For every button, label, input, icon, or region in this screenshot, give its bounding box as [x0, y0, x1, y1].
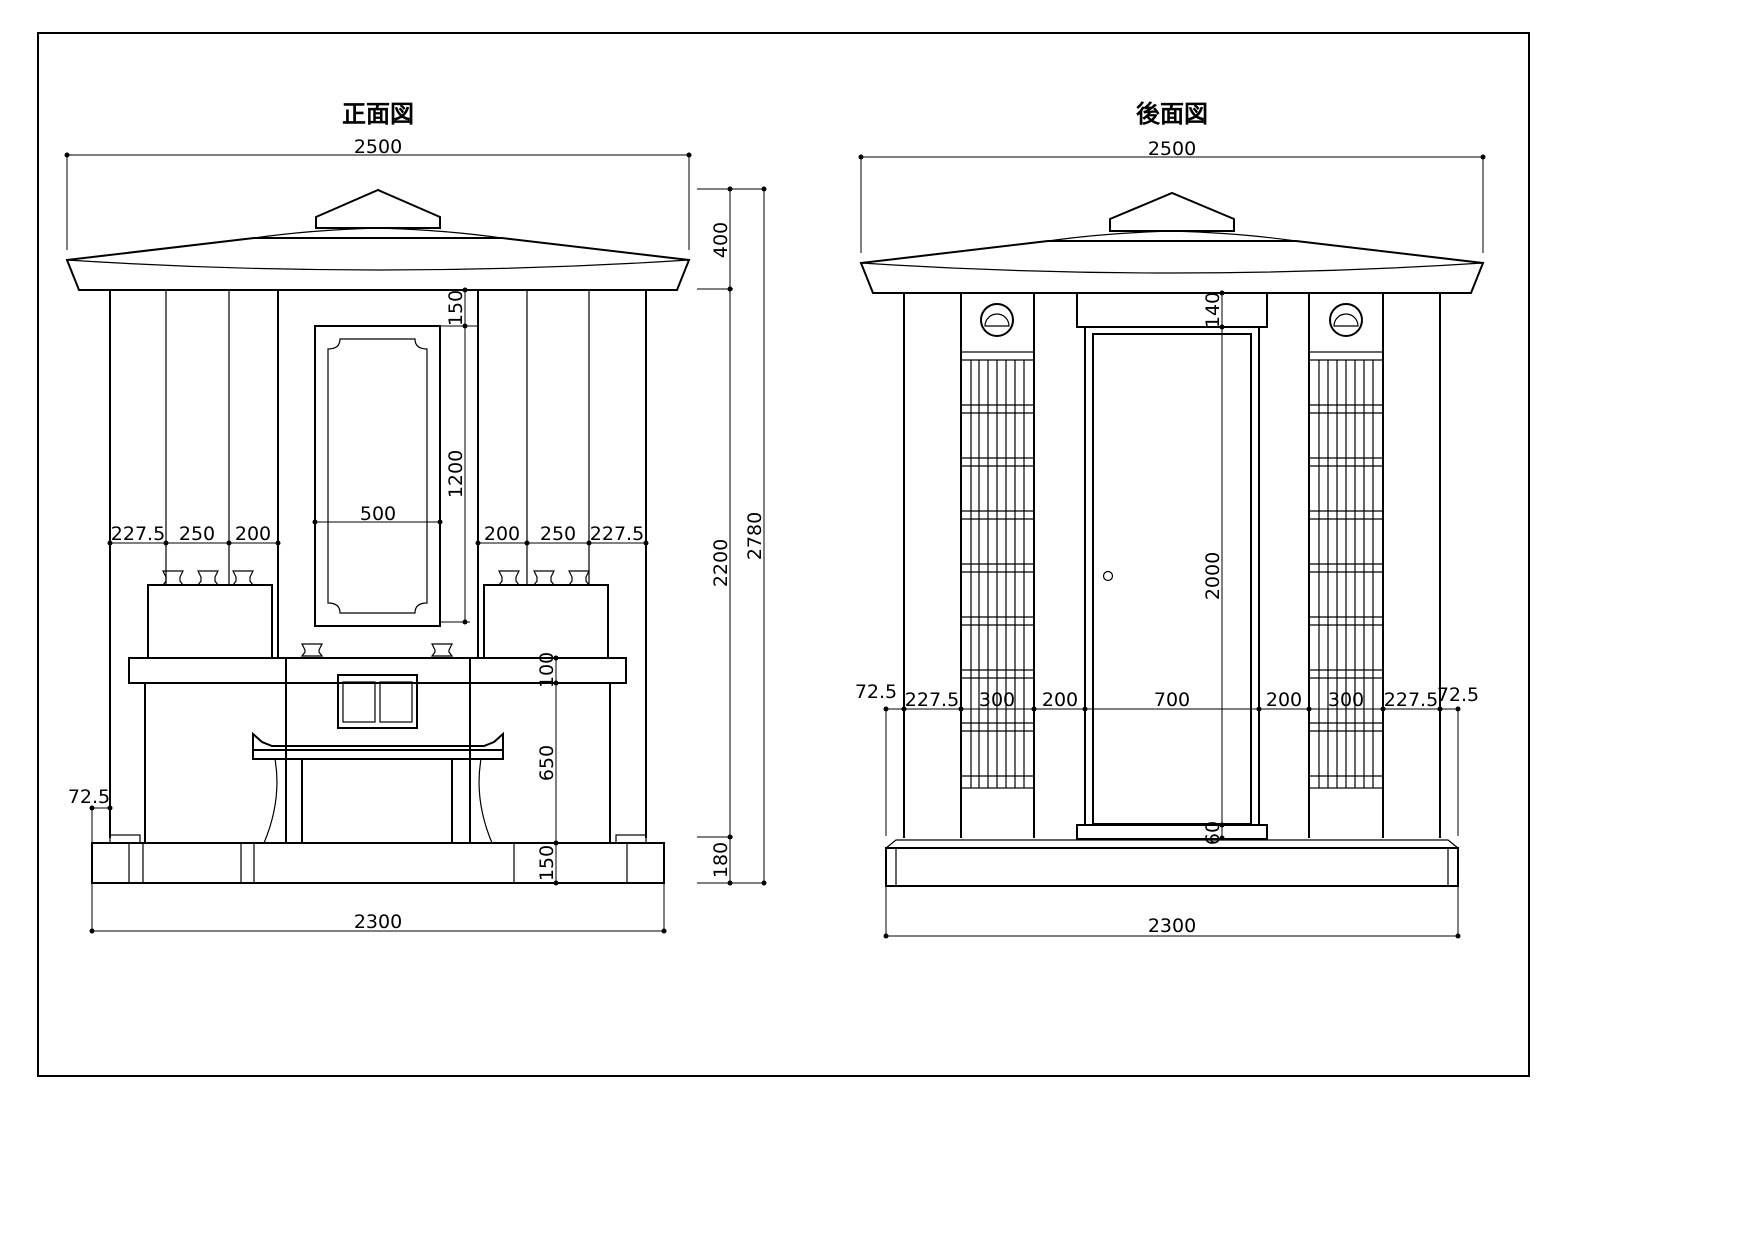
dim-front-right-width-1: 200 — [484, 523, 520, 545]
back-louver-right — [1308, 351, 1384, 789]
back-roof — [859, 191, 1485, 294]
door-knob-icon — [1102, 570, 1114, 582]
front-title: 正面図 — [342, 100, 414, 128]
front-altar — [128, 643, 627, 844]
front-inscription-panel — [314, 325, 441, 627]
sheet-border — [37, 32, 1530, 1077]
front-roof — [65, 188, 691, 291]
dim-front-body-height: 2200 — [710, 539, 732, 587]
dim-back-door-top: 140 — [1202, 292, 1224, 328]
dim-back-width-7: 227.5 — [1384, 689, 1438, 711]
dim-front-side-offset: 72.5 — [68, 786, 110, 808]
back-dimensions: 2500 2300 140 2000 60 72.5 227.5 300 200 — [855, 138, 1486, 939]
dim-back-width-2: 300 — [979, 689, 1015, 711]
dim-front-altar-top: 100 — [536, 652, 558, 688]
dim-front-right-width-2: 250 — [540, 523, 576, 545]
dim-back-overall-width: 2500 — [1148, 138, 1196, 160]
dim-front-left-width-2: 250 — [179, 523, 215, 545]
dim-back-width-5: 200 — [1266, 689, 1302, 711]
front-vase-stand-left — [147, 570, 273, 659]
front-elevation: 正面図 — [64, 100, 767, 934]
dim-back-width-4: 700 — [1154, 689, 1190, 711]
dim-back-base-width: 2300 — [1148, 915, 1196, 937]
dim-front-top-gap: 150 — [445, 290, 467, 326]
dim-front-panel-width: 500 — [360, 503, 396, 525]
dim-back-width-3: 200 — [1042, 689, 1078, 711]
back-louver-left — [960, 351, 1035, 789]
dim-front-base-height: 180 — [710, 842, 732, 878]
dim-front-left-width-3: 200 — [235, 523, 271, 545]
dim-front-right-width-3: 227.5 — [590, 523, 644, 545]
back-door — [1076, 292, 1268, 840]
back-elevation: 後面図 — [855, 100, 1486, 939]
front-dimensions: 2500 2300 400 2200 2780 180 150 1200 — [64, 136, 767, 934]
dim-front-altar-body: 650 — [536, 745, 558, 781]
back-title: 後面図 — [1136, 100, 1208, 128]
back-crest-right — [1329, 303, 1363, 337]
back-base — [885, 839, 1459, 887]
dim-back-left-offset: 72.5 — [855, 681, 897, 703]
dim-front-roof-height: 400 — [710, 222, 732, 258]
dim-back-width-6: 300 — [1328, 689, 1364, 711]
dim-back-right-offset: 72.5 — [1437, 684, 1479, 706]
dim-front-total-height: 2780 — [744, 512, 766, 560]
dim-back-width-1: 227.5 — [905, 689, 959, 711]
dim-front-panel-height: 1200 — [445, 450, 467, 498]
dim-front-altar-base: 150 — [536, 845, 558, 881]
back-crest-left — [980, 303, 1014, 337]
dim-back-door-height: 2000 — [1202, 552, 1224, 600]
dim-front-left-width-1: 227.5 — [111, 523, 165, 545]
dim-back-door-bottom: 60 — [1202, 821, 1224, 845]
front-vase-stand-right — [483, 570, 609, 659]
dim-front-overall-width: 2500 — [354, 136, 402, 158]
elevation-drawing-sheet: 正面図 — [37, 32, 1530, 1077]
back-pilasters — [903, 293, 1441, 838]
front-columns — [109, 290, 647, 838]
front-base — [91, 834, 665, 884]
dim-front-base-width: 2300 — [354, 911, 402, 933]
